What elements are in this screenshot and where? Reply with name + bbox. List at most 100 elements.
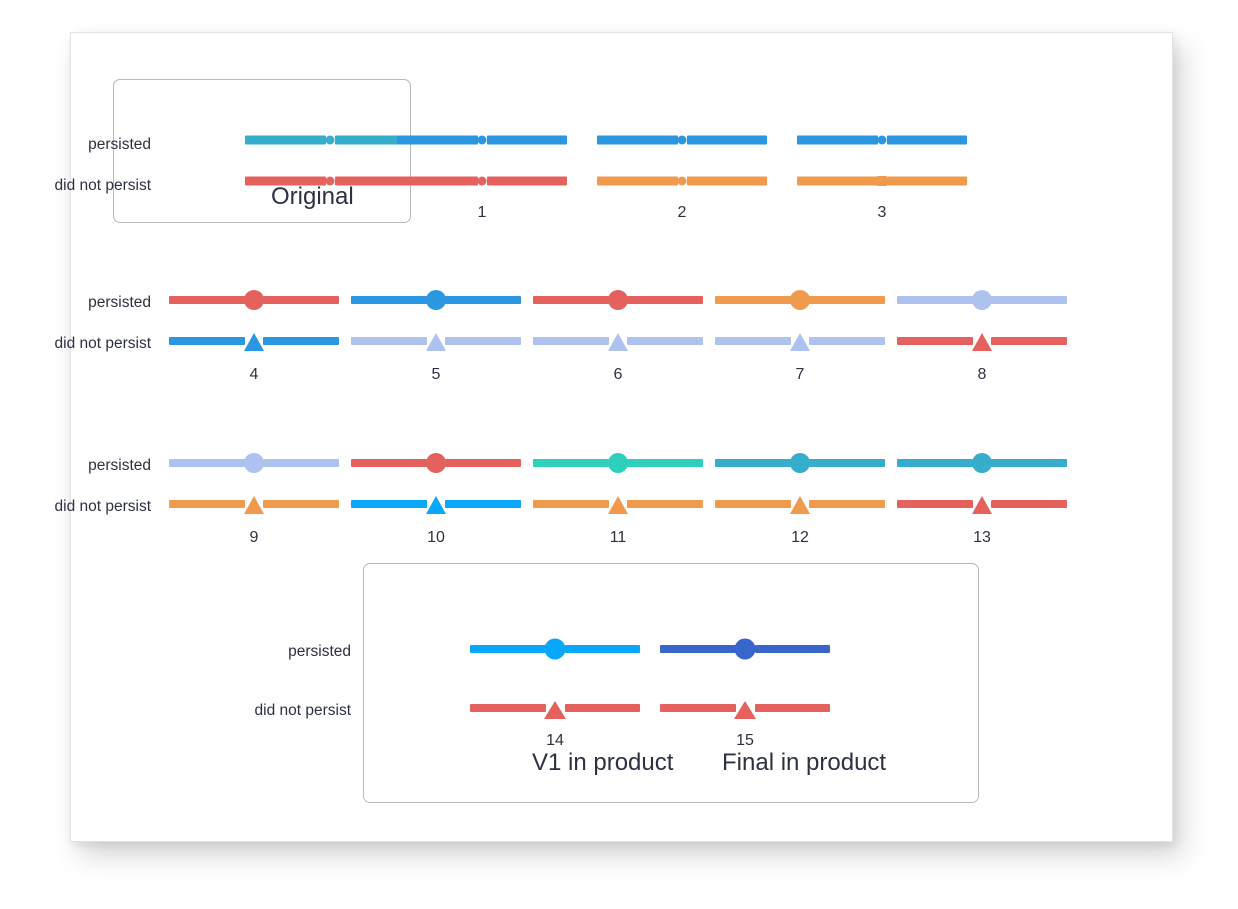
specimen-v13-persisted-bar[interactable] bbox=[897, 450, 1067, 476]
specimen-original-persisted-bar[interactable] bbox=[245, 129, 415, 151]
specimen-v6-persisted-bar-segment-right bbox=[627, 296, 703, 304]
specimen-v4-did-not-persist-bar[interactable] bbox=[169, 328, 339, 354]
specimen-v3-persisted-bar[interactable] bbox=[797, 129, 967, 151]
specimen-v6[interactable]: 6 bbox=[533, 33, 703, 383]
specimen-v3-did-not-persist-bar-square-marker-icon bbox=[877, 176, 887, 186]
specimen-v11[interactable]: 11 bbox=[533, 33, 703, 546]
specimen-v5[interactable]: 5 bbox=[351, 33, 521, 383]
specimen-v15[interactable]: 15 bbox=[660, 33, 830, 749]
specimen-v1[interactable]: 1 bbox=[397, 33, 567, 221]
specimen-v8-persisted-bar-segment-left bbox=[897, 296, 973, 304]
specimen-v8-persisted-bar[interactable] bbox=[897, 287, 1067, 313]
specimen-v2-persisted-bar-segment-right bbox=[686, 135, 767, 145]
specimen-v1-persisted-bar[interactable] bbox=[397, 129, 567, 151]
specimen-v5-persisted-bar[interactable] bbox=[351, 287, 521, 313]
specimen-v9-did-not-persist-bar-triangle-marker-icon bbox=[244, 496, 264, 515]
frame-in-product bbox=[363, 563, 979, 803]
specimen-v5-did-not-persist-bar[interactable] bbox=[351, 328, 521, 354]
label-persisted-row-top: persisted bbox=[88, 136, 151, 153]
specimen-original-persisted-bar-circle-marker-icon bbox=[325, 135, 335, 145]
specimen-v12-persisted-bar[interactable] bbox=[715, 450, 885, 476]
specimen-v14-did-not-persist-bar-segment-left bbox=[470, 704, 546, 712]
specimen-v11-did-not-persist-bar-segment-right bbox=[627, 500, 703, 508]
specimen-v10-persisted-bar-segment-right bbox=[445, 459, 521, 467]
specimen-v10-did-not-persist-bar-segment-right bbox=[445, 500, 521, 508]
specimen-v2-persisted-bar[interactable] bbox=[597, 129, 767, 151]
specimen-v4-persisted-bar[interactable] bbox=[169, 287, 339, 313]
specimen-v9[interactable]: 9 bbox=[169, 33, 339, 546]
specimen-v4-did-not-persist-bar-triangle-marker-icon bbox=[244, 333, 264, 352]
specimen-v12-number: 12 bbox=[791, 529, 809, 546]
specimen-v15-did-not-persist-bar[interactable] bbox=[660, 695, 830, 721]
specimen-v7-persisted-bar-segment-left bbox=[715, 296, 791, 304]
specimen-v8-did-not-persist-bar-segment-right bbox=[991, 337, 1067, 345]
specimen-v1-persisted-bar-circle-marker-icon bbox=[477, 135, 487, 145]
specimen-v15-did-not-persist-bar-triangle-marker-icon bbox=[734, 700, 756, 719]
specimen-v13[interactable]: 13 bbox=[897, 33, 1067, 546]
specimen-v7-persisted-bar[interactable] bbox=[715, 287, 885, 313]
specimen-v11-number: 11 bbox=[609, 529, 627, 546]
specimen-v10-persisted-bar[interactable] bbox=[351, 450, 521, 476]
specimen-v15-number: 15 bbox=[736, 732, 754, 749]
specimen-v10[interactable]: 10 bbox=[351, 33, 521, 546]
specimen-v4-persisted-bar-segment-left bbox=[169, 296, 245, 304]
specimen-original-persisted-bar-segment-left bbox=[245, 135, 326, 145]
specimen-v12-did-not-persist-bar[interactable] bbox=[715, 491, 885, 517]
specimen-v5-persisted-bar-segment-right bbox=[445, 296, 521, 304]
specimen-v2-persisted-bar-segment-left bbox=[597, 135, 678, 145]
specimen-v7-did-not-persist-bar[interactable] bbox=[715, 328, 885, 354]
specimen-v12-persisted-bar-segment-left bbox=[715, 459, 791, 467]
specimen-v1-number: 1 bbox=[477, 204, 487, 221]
specimen-v8-did-not-persist-bar[interactable] bbox=[897, 328, 1067, 354]
specimen-v9-persisted-bar[interactable] bbox=[169, 450, 339, 476]
specimen-v14[interactable]: 14 bbox=[470, 33, 640, 749]
specimen-v3-persisted-bar-segment-right bbox=[886, 135, 967, 145]
specimen-v3-did-not-persist-bar[interactable] bbox=[797, 170, 967, 192]
specimen-v5-persisted-bar-circle-marker-icon bbox=[426, 290, 446, 310]
specimen-original-did-not-persist-bar-circle-marker-icon bbox=[325, 176, 335, 186]
specimen-v1-did-not-persist-bar[interactable] bbox=[397, 170, 567, 192]
specimen-v14-did-not-persist-bar[interactable] bbox=[470, 695, 640, 721]
specimen-v13-persisted-bar-segment-left bbox=[897, 459, 973, 467]
specimen-v14-did-not-persist-bar-triangle-marker-icon bbox=[544, 700, 566, 719]
specimen-v1-did-not-persist-bar-segment-left bbox=[397, 176, 478, 186]
specimen-v3[interactable]: 3 bbox=[797, 33, 967, 221]
specimen-v6-persisted-bar-segment-left bbox=[533, 296, 609, 304]
specimen-v11-did-not-persist-bar[interactable] bbox=[533, 491, 703, 517]
specimen-v13-did-not-persist-bar-triangle-marker-icon bbox=[972, 496, 992, 515]
specimen-v4-persisted-bar-segment-right bbox=[263, 296, 339, 304]
specimen-v8[interactable]: 8 bbox=[897, 33, 1067, 383]
specimen-original-persisted-bar-segment-right bbox=[334, 135, 415, 145]
specimen-v6-did-not-persist-bar[interactable] bbox=[533, 328, 703, 354]
specimen-v1-did-not-persist-bar-segment-right bbox=[486, 176, 567, 186]
specimen-v6-persisted-bar[interactable] bbox=[533, 287, 703, 313]
specimen-v13-did-not-persist-bar[interactable] bbox=[897, 491, 1067, 517]
specimen-v3-did-not-persist-bar-segment-right bbox=[886, 176, 967, 186]
specimen-v2-did-not-persist-bar[interactable] bbox=[597, 170, 767, 192]
specimen-v7-did-not-persist-bar-segment-left bbox=[715, 337, 791, 345]
specimen-original-did-not-persist-bar[interactable] bbox=[245, 170, 415, 192]
specimen-v11-did-not-persist-bar-segment-left bbox=[533, 500, 609, 508]
specimen-v2[interactable]: 2 bbox=[597, 33, 767, 221]
specimen-v2-did-not-persist-bar-segment-right bbox=[686, 176, 767, 186]
specimen-v7[interactable]: 7 bbox=[715, 33, 885, 383]
specimen-v10-persisted-bar-circle-marker-icon bbox=[426, 453, 446, 473]
specimen-v13-number: 13 bbox=[973, 529, 991, 546]
specimen-v15-persisted-bar-circle-marker-icon bbox=[734, 638, 756, 660]
specimen-v15-persisted-bar[interactable] bbox=[660, 636, 830, 662]
specimen-v12-did-not-persist-bar-triangle-marker-icon bbox=[790, 496, 810, 515]
specimen-original[interactable] bbox=[245, 33, 415, 186]
frame-original bbox=[113, 79, 411, 223]
specimen-v5-persisted-bar-segment-left bbox=[351, 296, 427, 304]
specimen-v14-persisted-bar-segment-left bbox=[470, 645, 546, 653]
specimen-v4[interactable]: 4 bbox=[169, 33, 339, 383]
specimen-v14-persisted-bar[interactable] bbox=[470, 636, 640, 662]
specimen-v11-persisted-bar[interactable] bbox=[533, 450, 703, 476]
specimen-v7-persisted-bar-circle-marker-icon bbox=[790, 290, 810, 310]
specimen-v10-did-not-persist-bar[interactable] bbox=[351, 491, 521, 517]
specimen-v2-did-not-persist-bar-segment-left bbox=[597, 176, 678, 186]
label-did-not-persist-row-top: did not persist bbox=[54, 177, 152, 194]
specimen-v9-did-not-persist-bar[interactable] bbox=[169, 491, 339, 517]
specimen-v12[interactable]: 12 bbox=[715, 33, 885, 546]
specimen-v14-number: 14 bbox=[546, 732, 564, 749]
